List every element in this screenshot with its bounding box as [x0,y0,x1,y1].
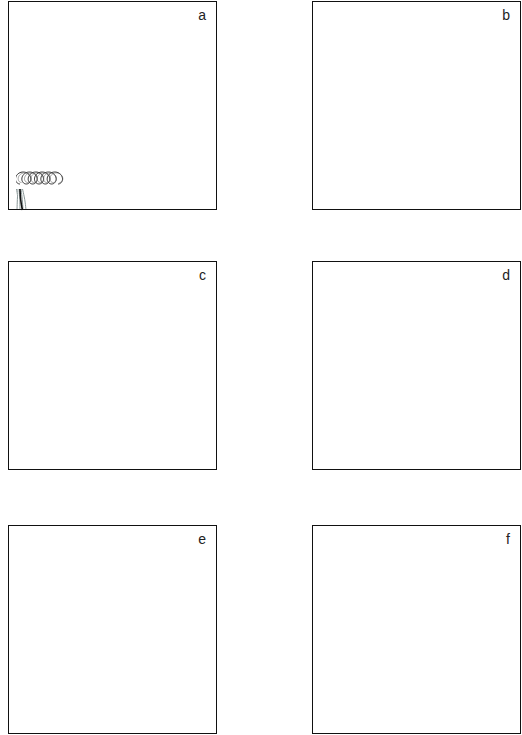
figure-panel: c [8,261,217,470]
plume-drawing [16,172,63,210]
stream-line [23,189,27,210]
vortex-loops [18,173,63,183]
panel-letter: d [502,268,510,282]
panel-letter: c [199,268,206,282]
figure-panel: d [312,261,521,470]
stream-line [21,189,23,210]
panel-letter: f [506,532,510,546]
panel-letter: a [198,8,206,22]
panel-letter: b [502,8,510,22]
figure-panel: e [8,525,217,734]
panel-letter: e [198,532,206,546]
stem-line [20,189,22,210]
figure-panel: a [8,1,217,210]
figure-panel: f [312,525,521,734]
vortex-loops [16,172,63,184]
figure-panel: b [312,1,521,210]
stream-line [16,189,17,210]
stream-line [17,189,18,210]
